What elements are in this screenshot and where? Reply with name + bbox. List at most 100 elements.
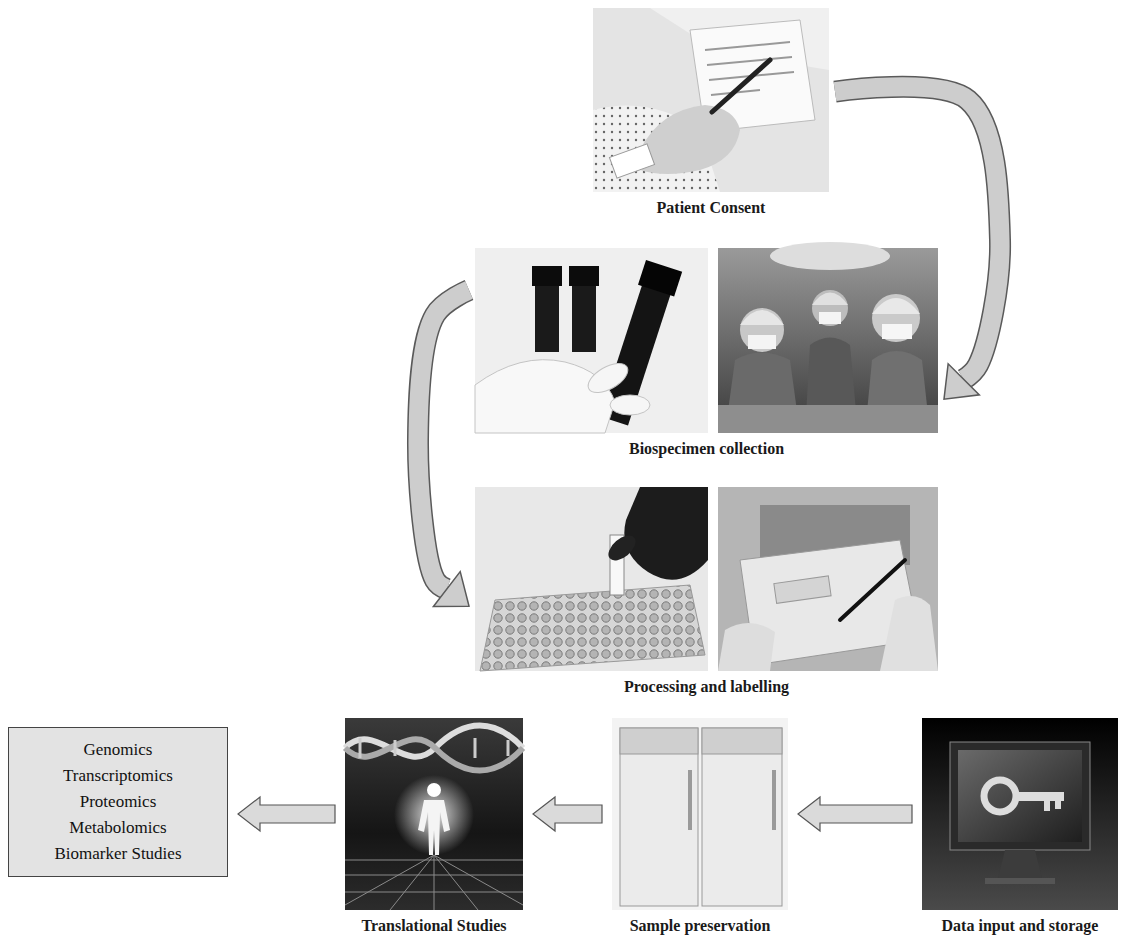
data-storage-photo-part (1044, 801, 1050, 811)
data-storage-photo-part (1055, 801, 1061, 809)
consent-photo-part (705, 42, 790, 50)
flow-arrow (533, 797, 602, 831)
freezer-photo-part (702, 728, 782, 906)
surgery-photo-part (882, 324, 912, 339)
arrow-head (944, 364, 979, 399)
stage-photo-node: Biospecimen collection (475, 248, 938, 458)
surgery-photo-part (718, 248, 938, 433)
surgery-photo-part (872, 294, 920, 342)
consent-photo-part (707, 57, 792, 65)
sample-rack-photo (475, 487, 708, 671)
data-storage-photo-part (985, 878, 1055, 884)
analysis-item: Biomarker Studies (13, 841, 223, 867)
data-storage-photo-part (998, 850, 1042, 878)
translational-photo-part (427, 783, 441, 797)
translational-photo-part (394, 775, 474, 855)
stage-caption: Patient Consent (593, 198, 829, 217)
curved-arrow-body (835, 87, 1000, 380)
freezer-photo-part (620, 728, 698, 754)
freezer-photo-part (620, 728, 698, 906)
translational-photo-part (434, 855, 478, 910)
consent-photo-part (609, 144, 654, 178)
blood-tube-photo-part (535, 282, 559, 352)
surgery-photo-part (748, 335, 776, 349)
arrow-head (433, 572, 469, 607)
consent-photo-part (712, 60, 770, 112)
slide-labelling-photo-part (718, 623, 775, 671)
translational-photo-part (390, 855, 434, 910)
surgery-photo-part (718, 405, 938, 433)
data-storage-photo-part (984, 780, 1016, 812)
data-storage-photo (922, 718, 1118, 910)
stage-photo-node: Translational Studies (345, 718, 523, 935)
surgery-photo-part (812, 293, 848, 306)
translational-photo-part (434, 855, 435, 910)
slide-labelling-photo-part (718, 487, 938, 671)
arrow-axis (533, 814, 602, 815)
surgery-photo-part (770, 242, 890, 270)
freezer-photo-part (612, 718, 788, 910)
curved-arrow-outline (418, 290, 469, 589)
stage-caption: Data input and storage (922, 916, 1118, 935)
surgery-photo-part (740, 308, 784, 352)
translational-photo-part (345, 726, 523, 757)
data-storage-photo-part (950, 742, 1090, 850)
translational-photo-part (345, 855, 434, 905)
null-part-part (638, 260, 682, 296)
stage-photo-node: Sample preservation (612, 718, 788, 935)
analysis-item: Metabolomics (13, 815, 223, 841)
blood-tube-photo-part (569, 266, 599, 286)
analysis-item: Genomics (13, 737, 223, 763)
block-arrow (238, 797, 335, 831)
translational-photo-part (507, 740, 510, 756)
freezer-photo-part (702, 728, 782, 754)
arrow-axis (238, 814, 335, 815)
slide-labelling-photo-part (774, 576, 831, 603)
sample-rack-photo-part (475, 487, 708, 671)
blood-tube-photo-part (572, 282, 596, 352)
consent-photo (593, 8, 829, 192)
consent-photo-part (640, 105, 740, 174)
freezer-photo-part (772, 770, 776, 830)
blood-tube-photo-part (583, 357, 632, 398)
blood-tube-photo-part (475, 248, 708, 433)
stage-caption: Sample preservation (612, 916, 788, 935)
blood-tube-photo-part (610, 395, 650, 415)
stage-caption: Processing and labelling (475, 677, 938, 696)
translational-photo-part (345, 739, 523, 770)
translational-photo-part (474, 738, 477, 758)
data-storage-photo-part (1014, 792, 1064, 801)
translational-photo-part (359, 738, 362, 758)
null-part-part (599, 283, 671, 425)
blood-tube-photo (475, 248, 708, 433)
freezer-photo (612, 718, 788, 910)
result-box: GenomicsTranscriptomicsProteomicsMetabol… (8, 727, 228, 877)
translational-photo-part (418, 800, 450, 855)
stage-photo-node: Data input and storage (922, 718, 1118, 935)
translational-photo-part (434, 855, 523, 905)
analysis-item: Transcriptomics (13, 763, 223, 789)
surgery-photo-part (819, 312, 841, 324)
surgery-photo-part (872, 298, 920, 314)
stage-photo-node: Patient Consent (593, 8, 829, 217)
translational-photo-part (394, 740, 397, 756)
curved-arrow-outline (835, 87, 1000, 380)
block-arrow (798, 797, 912, 831)
surgery-photo-part (740, 310, 784, 325)
stage-caption: Biospecimen collection (475, 439, 938, 458)
flow-arrow (418, 290, 469, 607)
block-arrow (533, 797, 602, 831)
surgery-photo (718, 242, 938, 433)
data-storage-photo-part (958, 750, 1082, 842)
translational-photo (345, 718, 523, 910)
stage-caption: Translational Studies (345, 916, 523, 935)
translational-photo-part (345, 718, 523, 910)
flow-arrow (835, 87, 1000, 399)
curved-arrow-body (418, 290, 469, 589)
data-storage-photo-part (922, 718, 1118, 910)
freezer-photo-part (688, 770, 692, 830)
slide-labelling-photo-part (880, 596, 938, 671)
consent-photo-part (593, 8, 829, 192)
arrow-axis (798, 814, 912, 815)
